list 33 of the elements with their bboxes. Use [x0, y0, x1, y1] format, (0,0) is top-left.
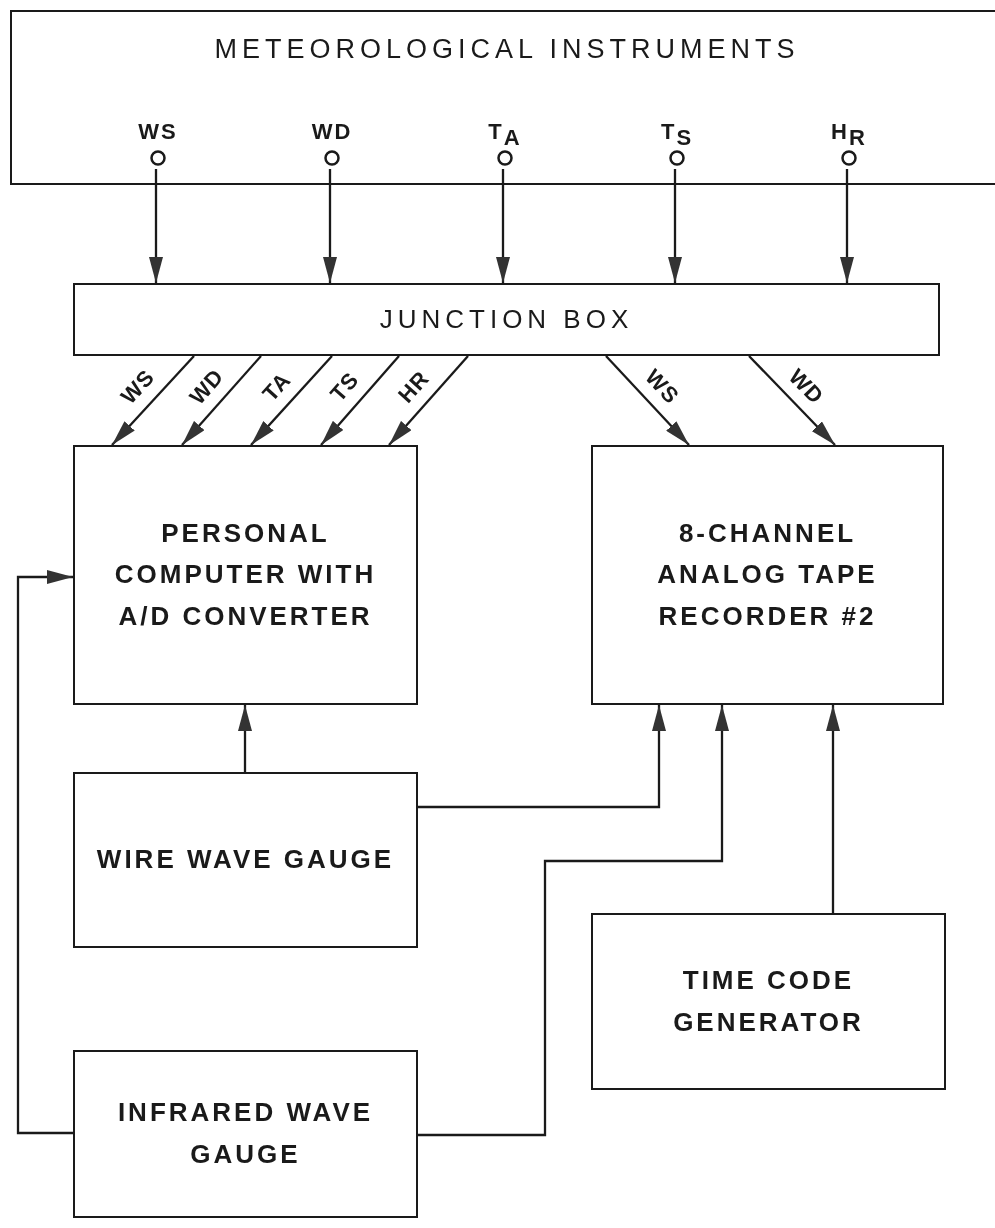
arrow	[826, 705, 840, 913]
arrow	[748, 355, 836, 446]
process-box	[73, 1050, 418, 1218]
node-label: WIRE WAVE GAUGE	[96, 843, 395, 877]
arrow	[840, 169, 854, 283]
arrow	[323, 169, 337, 283]
arrow	[149, 169, 163, 283]
arrow	[250, 355, 333, 446]
arrow	[605, 355, 690, 446]
process-box	[73, 772, 418, 948]
node-label: INFRARED WAVE GAUGE	[116, 1096, 375, 1171]
node-label: JUNCTION BOX	[379, 304, 634, 335]
node-label: METEOROLOGICAL INSTRUMENTS	[213, 34, 801, 65]
node-label: TIME CODE GENERATOR	[672, 963, 865, 1039]
arrow	[418, 705, 666, 809]
junction-box	[73, 283, 940, 356]
arrow	[418, 705, 729, 1137]
process-box	[591, 445, 944, 705]
arrow	[238, 705, 252, 772]
arrow	[496, 169, 510, 283]
node-label: WS	[138, 119, 178, 146]
arrow	[111, 355, 195, 446]
arrow	[16, 570, 73, 1135]
process-box	[591, 913, 946, 1090]
node-label: WD	[311, 119, 353, 146]
arrow	[181, 355, 262, 446]
node-label: PERSONAL COMPUTER WITH A/D CONVERTER	[113, 516, 378, 633]
instrument-panel	[10, 10, 995, 185]
node-label: 8-CHANNEL ANALOG TAPE RECORDER #2	[656, 516, 879, 633]
arrow	[388, 355, 469, 446]
arrow	[668, 169, 682, 283]
arrow	[320, 355, 400, 446]
process-box	[73, 445, 418, 705]
